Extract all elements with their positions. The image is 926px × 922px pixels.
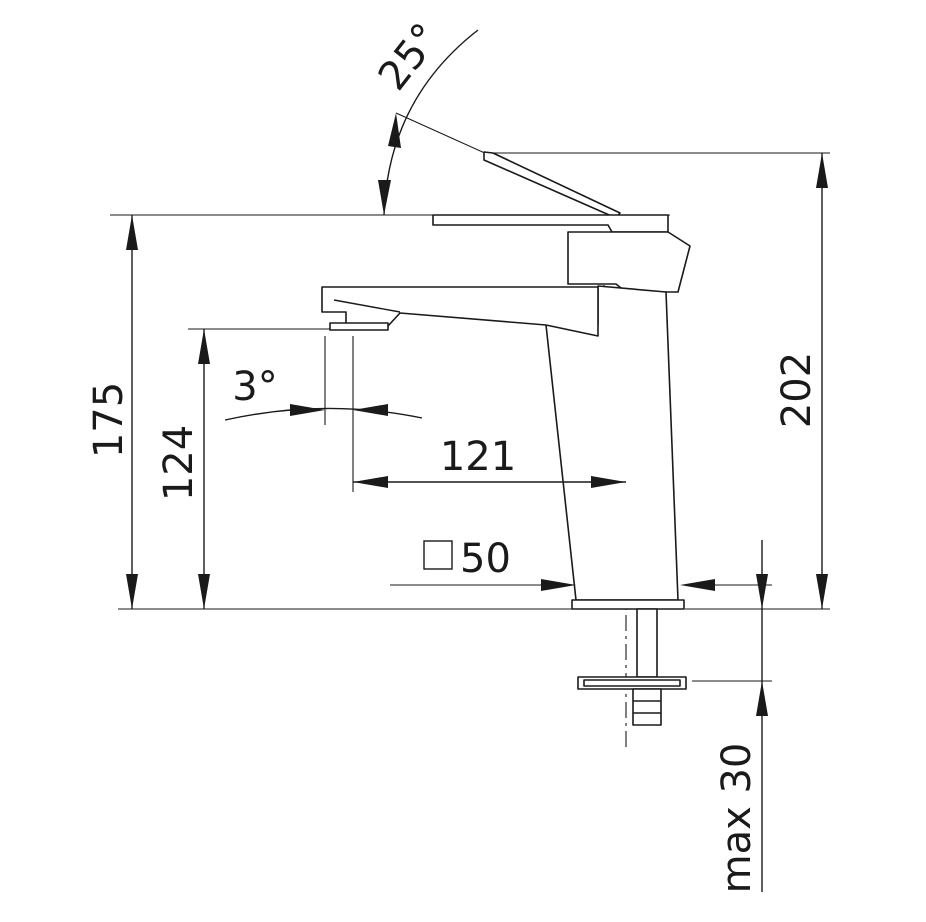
dim-175: 175 <box>86 215 138 609</box>
dim-angle-3: 3° <box>224 336 423 425</box>
lever-handle <box>483 151 621 219</box>
fixing-nut <box>632 688 662 726</box>
spout <box>321 286 599 337</box>
label-max-30: max 30 <box>714 743 760 894</box>
base-plate <box>571 599 685 610</box>
dim-121: 121 <box>352 336 626 492</box>
label-202: 202 <box>774 352 820 428</box>
threaded-rod <box>636 608 658 678</box>
extension-lines <box>110 112 830 682</box>
label-121: 121 <box>440 434 516 480</box>
dim-124: 124 <box>156 329 210 609</box>
main-column <box>545 285 679 601</box>
label-124: 124 <box>156 425 202 501</box>
label-25-degrees: 25° <box>370 15 450 99</box>
dim-202: 202 <box>774 153 828 609</box>
fixing-washer-inner <box>583 679 681 687</box>
dim-angle-25: 25° <box>370 15 479 216</box>
head-block <box>567 231 691 293</box>
top-cap <box>432 214 669 233</box>
label-3-degrees: 3° <box>232 364 277 410</box>
faucet <box>321 151 691 726</box>
dim-max-30: max 30 <box>714 540 768 893</box>
label-50: 50 <box>460 536 511 582</box>
aerator <box>329 322 389 331</box>
dim-50: 50 <box>423 536 715 591</box>
label-175: 175 <box>86 382 132 458</box>
square-section-icon <box>423 540 453 570</box>
